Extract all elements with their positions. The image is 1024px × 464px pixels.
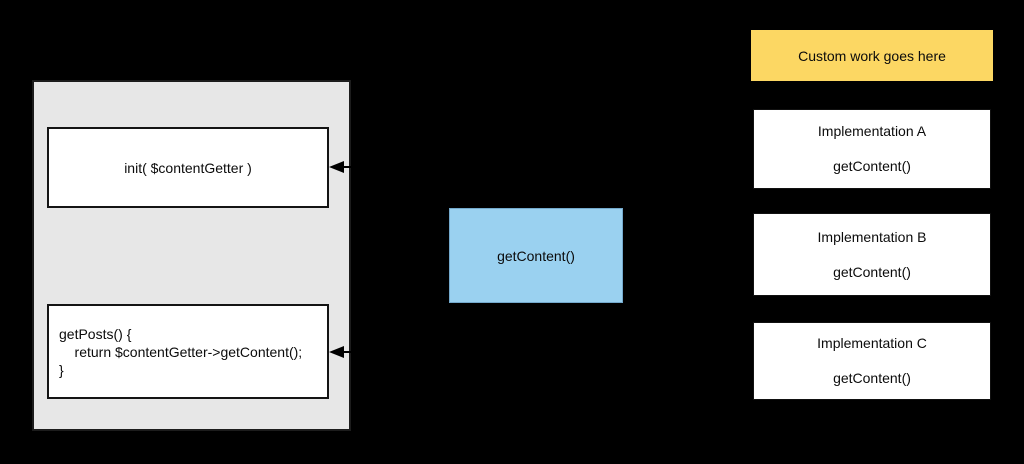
implementation-b-title: Implementation B [817,228,927,245]
implementation-b-box: Implementation B getContent() [753,213,991,296]
arrow-shaft [344,166,352,168]
implementation-a-box: Implementation A getContent() [753,109,991,189]
init-method-label: init( $contentGetter ) [124,159,252,176]
implementation-c-box: Implementation C getContent() [753,322,991,400]
implementation-a-title: Implementation A [817,123,927,139]
left-arrowhead-icon [329,346,344,358]
left-arrowhead-icon [329,161,344,173]
init-method-box: init( $contentGetter ) [47,127,329,208]
implementation-b-method: getContent() [833,263,911,280]
implementation-c-method: getContent() [833,370,911,386]
implementation-c-title: Implementation C [817,335,927,351]
getposts-code: getPosts() { return $contentGetter->getC… [59,325,303,378]
interface-method-box: getContent() [449,208,623,303]
custom-work-banner: Custom work goes here [751,30,993,81]
arrow-shaft [344,351,352,353]
custom-work-banner-label: Custom work goes here [798,47,946,64]
getposts-method-box: getPosts() { return $contentGetter->getC… [47,304,329,399]
connector-arrow-to-init [329,161,352,173]
connector-arrow-to-getposts [329,346,352,358]
implementation-a-method: getContent() [833,158,911,174]
interface-method-label: getContent() [497,247,575,264]
